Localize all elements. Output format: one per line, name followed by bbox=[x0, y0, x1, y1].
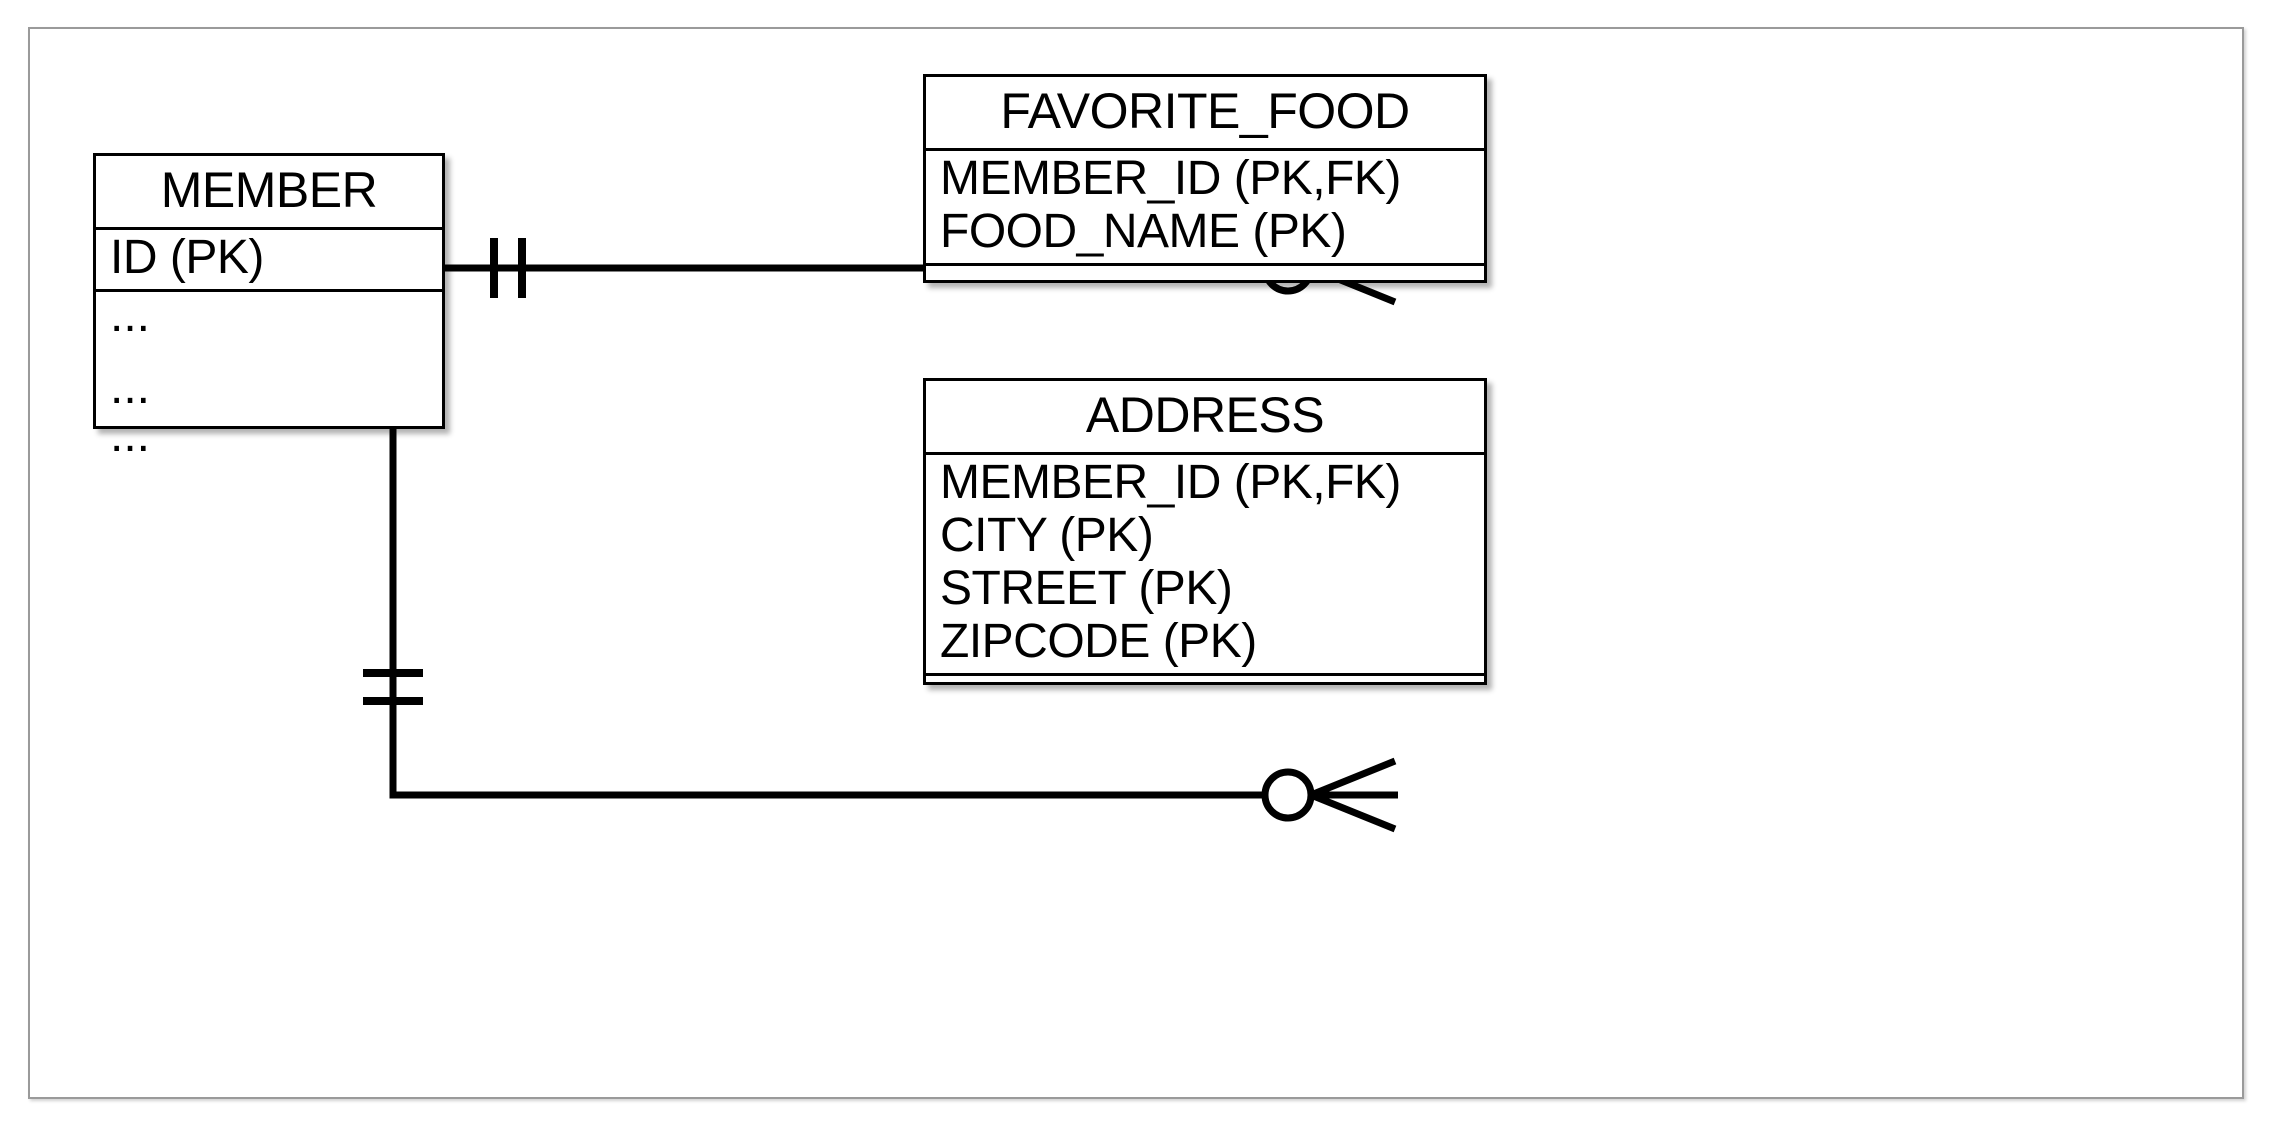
entity-address-attributes: MEMBER_ID (PK,FK) CITY (PK) STREET (PK) … bbox=[926, 455, 1484, 676]
entity-member-title: MEMBER bbox=[96, 156, 442, 230]
body-row-ellipsis: ... bbox=[110, 288, 151, 342]
attribute-row: STREET (PK) bbox=[940, 561, 1233, 615]
entity-address[interactable]: ADDRESS MEMBER_ID (PK,FK) CITY (PK) STRE… bbox=[923, 378, 1487, 685]
attribute-row: MEMBER_ID (PK,FK) bbox=[940, 456, 1401, 509]
entity-favorite-food-title: FAVORITE_FOOD bbox=[926, 77, 1484, 151]
attribute-row: CITY (PK) bbox=[940, 508, 1154, 562]
attribute-row: ZIPCODE (PK) bbox=[940, 614, 1257, 668]
entity-member[interactable]: MEMBER ID (PK) ... ... ... bbox=[93, 153, 445, 459]
entity-member-body: ... ... ... bbox=[96, 288, 442, 462]
attribute-row: ID (PK) bbox=[110, 231, 264, 284]
body-row-ellipsis: ... bbox=[110, 360, 151, 414]
entity-favorite-food[interactable]: FAVORITE_FOOD MEMBER_ID (PK,FK) FOOD_NAM… bbox=[923, 74, 1487, 283]
body-row-ellipsis: ... bbox=[110, 408, 151, 462]
attribute-row: FOOD_NAME (PK) bbox=[940, 204, 1347, 258]
entity-favorite-food-attributes: MEMBER_ID (PK,FK) FOOD_NAME (PK) bbox=[926, 151, 1484, 266]
attribute-row: MEMBER_ID (PK,FK) bbox=[940, 152, 1401, 205]
entity-member-attributes: ID (PK) bbox=[96, 230, 442, 292]
entity-address-title: ADDRESS bbox=[926, 381, 1484, 455]
